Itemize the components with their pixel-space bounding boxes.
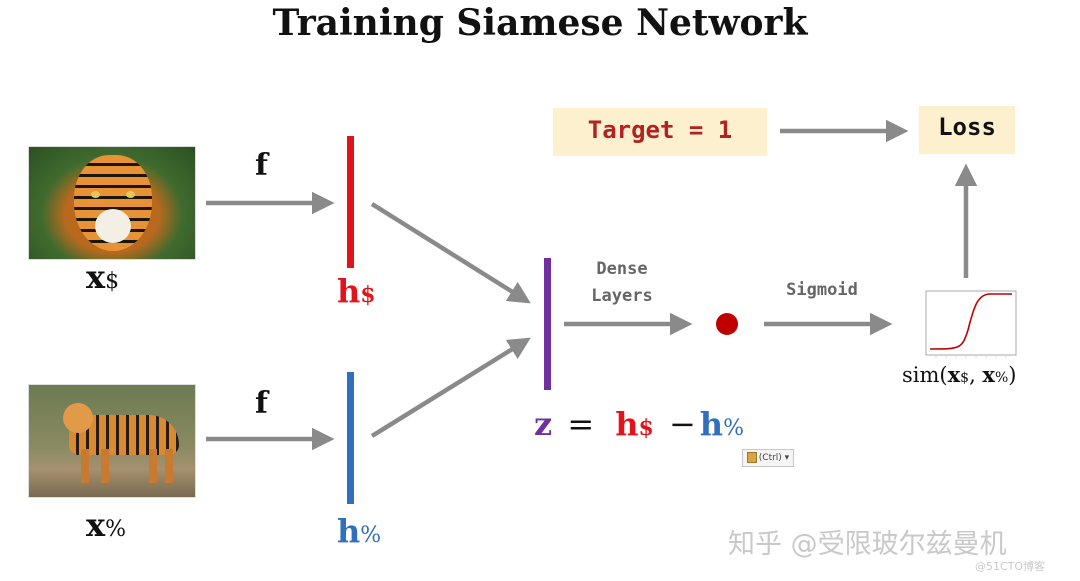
sim-label: sim(x$, x%) <box>902 362 1016 387</box>
tiger-image-top <box>28 146 196 260</box>
dense-layers-line2: Layers <box>591 286 653 306</box>
z-minus: − <box>668 405 696 443</box>
paste-options-button[interactable]: (Ctrl) ▾ <box>742 449 794 467</box>
h1-var: h <box>337 272 361 310</box>
tiger-leg <box>149 449 157 483</box>
z-h1-var: h <box>615 405 639 443</box>
input-label-x2: x% <box>86 506 126 544</box>
tiger-leg <box>101 449 109 483</box>
z-equals: = <box>567 405 595 443</box>
sim-x1-sub: $ <box>960 370 970 386</box>
sim-x1: x <box>947 362 961 387</box>
sim-prefix: sim( <box>902 363 948 387</box>
watermark-small: @51CTO博客 <box>975 560 1046 573</box>
watermark-main: 知乎 @受限玻尔兹曼机 <box>728 529 1007 560</box>
z-vector-bar <box>544 258 551 390</box>
target-box: Target = 1 <box>553 108 767 156</box>
clipboard-icon <box>746 452 757 463</box>
h2-vector-bar <box>347 372 354 504</box>
arrow-h1-to-z <box>370 202 531 304</box>
output-dot <box>716 313 738 335</box>
x2-var: x <box>86 506 106 544</box>
tiger-head <box>63 403 93 433</box>
paste-options-label: (Ctrl) ▾ <box>758 453 790 463</box>
sigmoid-label: Sigmoid <box>786 280 858 300</box>
sim-comma: , <box>969 363 983 387</box>
dense-layers-label: Dense Layers <box>572 256 672 310</box>
tiger-muzzle <box>95 209 131 243</box>
arrow-h2-to-z <box>370 337 531 438</box>
h2-sub: % <box>360 523 382 548</box>
tiger-eye-right <box>126 191 135 198</box>
sim-x2: x <box>982 362 995 387</box>
x1-sub: $ <box>105 269 120 294</box>
tiger-eye-left <box>91 191 100 198</box>
tiger-leg <box>165 449 173 483</box>
sim-x2-sub: % <box>994 370 1009 386</box>
h1-vector-bar <box>347 136 354 268</box>
sigmoid-plot-icon <box>925 290 1017 358</box>
target-label: Target = 1 <box>587 116 733 144</box>
x2-sub: % <box>105 517 126 542</box>
h2-var: h <box>337 512 361 550</box>
h1-label: h$ <box>337 272 376 310</box>
h2-label: h% <box>337 512 381 550</box>
f-label-bottom: f <box>255 386 268 421</box>
x1-var: x <box>86 258 106 296</box>
z-h1-sub: $ <box>638 415 654 441</box>
dense-layers-line1: Dense <box>596 259 648 279</box>
h1-sub: $ <box>360 282 376 308</box>
loss-box: Loss <box>919 106 1015 154</box>
tiger-image-bottom <box>28 384 196 498</box>
page-title: Training Siamese Network <box>272 2 808 44</box>
z-h2-sub: % <box>723 416 744 441</box>
z-expression: z = h$ −h% <box>534 405 744 443</box>
input-label-x1: x$ <box>86 258 119 296</box>
sim-suffix: ) <box>1008 363 1017 387</box>
loss-label: Loss <box>938 113 996 141</box>
tiger-leg <box>81 449 89 483</box>
f-label-top: f <box>255 148 268 183</box>
z-var: z <box>534 405 553 443</box>
z-h2-var: h <box>699 405 724 443</box>
